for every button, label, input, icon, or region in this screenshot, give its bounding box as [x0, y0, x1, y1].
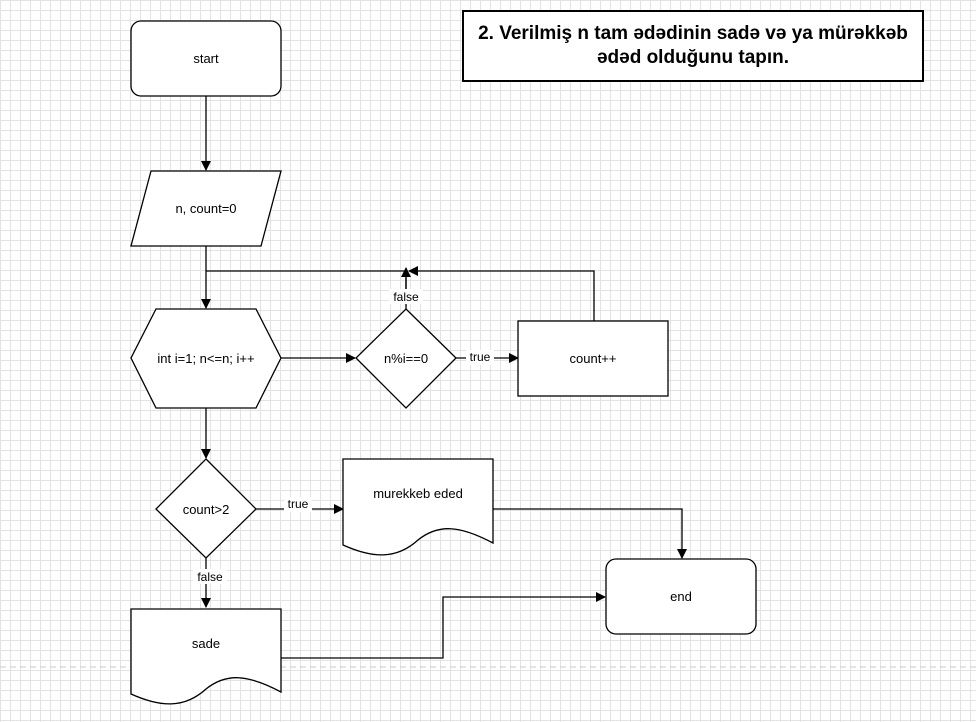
prime-output-node: sade: [130, 608, 282, 705]
increment-node: count++: [517, 320, 669, 397]
count-check-node-label: count>2: [183, 502, 230, 517]
count-false-label: false: [197, 570, 223, 584]
loop-node: int i=1; n<=n; i++: [130, 308, 282, 409]
input-node: n, count=0: [130, 170, 282, 247]
count-true-label-bg: [284, 497, 312, 512]
task-title-line-2: ədəd olduğunu tapın.: [596, 47, 790, 68]
edge-prime-to-end: [281, 592, 606, 659]
start-node: start: [130, 20, 282, 97]
mod-false-label: false: [393, 290, 419, 304]
mod-check-node-label: n%i==0: [384, 351, 428, 366]
end-node-label: end: [670, 589, 692, 604]
mod-true-label: true: [470, 350, 491, 364]
composite-output-node: murekkeb eded: [342, 458, 494, 556]
composite-output-label: murekkeb eded: [373, 486, 463, 501]
start-node-label: start: [193, 51, 219, 66]
task-title-box: 2. Verilmiş n tam ədədinin sadə və ya mü…: [462, 10, 924, 82]
count-check-node: count>2: [155, 458, 257, 559]
mod-true-label-bg: [466, 350, 494, 365]
loop-node-label: int i=1; n<=n; i++: [157, 351, 254, 366]
mod-false-label-bg: [389, 289, 423, 304]
mod-check-node: n%i==0: [355, 308, 457, 409]
edge-increment-loopback: [408, 266, 595, 322]
edge-composite-to-end: [493, 508, 687, 559]
count-false-label-bg: [193, 569, 227, 584]
prime-output-label: sade: [192, 636, 220, 651]
increment-node-label: count++: [570, 351, 617, 366]
count-true-label: true: [288, 497, 309, 511]
input-node-label: n, count=0: [175, 201, 236, 216]
end-node: end: [605, 558, 757, 635]
task-title-line-1: 2. Verilmiş n tam ədədinin sadə və ya mü…: [478, 23, 908, 44]
